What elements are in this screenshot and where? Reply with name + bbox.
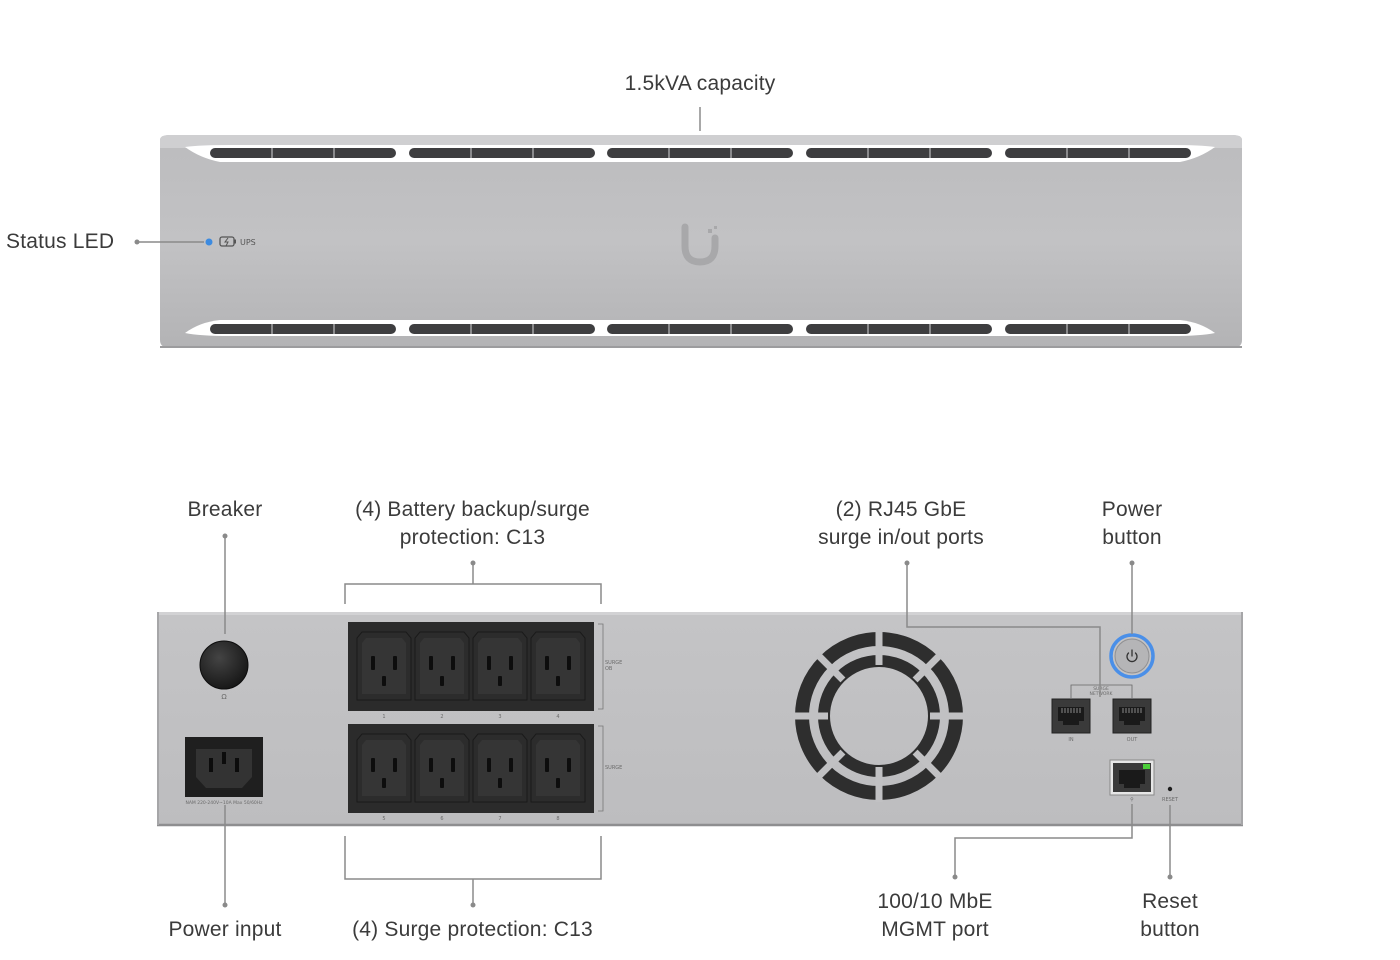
vent-slot	[409, 324, 595, 334]
front-vents-bottom	[210, 324, 1191, 334]
surge-network-tag: SURGE	[1093, 686, 1109, 692]
power-input-rating: NAM 220-240V~10A Max 50/60Hz	[185, 800, 263, 806]
mgmt-port[interactable]	[1109, 759, 1155, 796]
vent-slot	[806, 324, 992, 334]
vent-slot	[210, 324, 396, 334]
vent-slot	[409, 148, 595, 158]
battery-outlets-label: (4) Battery backup/surge protection: C13	[355, 498, 590, 549]
surge-outlet-8[interactable]	[530, 733, 586, 803]
power-icon	[1126, 649, 1138, 663]
vent-slot	[607, 148, 793, 158]
outlet-number: 4	[556, 714, 559, 720]
outlet-number: 2	[440, 714, 443, 720]
outlet-number: 8	[556, 816, 559, 822]
rj45-ports-label: (2) RJ45 GbE surge in/out ports	[818, 498, 984, 549]
front-vents-top	[210, 148, 1191, 158]
status-led: UPS	[205, 236, 256, 247]
outlet-number: 5	[382, 816, 385, 822]
vent-slot	[806, 148, 992, 158]
power-input-label: Power input	[168, 918, 282, 941]
battery-outlet-4[interactable]	[530, 631, 586, 701]
breaker-tag: Ω	[221, 693, 227, 701]
port-in-tag: IN	[1068, 737, 1073, 743]
ubiquiti-logo	[681, 223, 719, 266]
outlet-group-bottom-tag: SURGE	[605, 765, 622, 771]
vent-slot	[1005, 148, 1191, 158]
battery-outlet-block	[348, 622, 594, 711]
surge-outlet-5[interactable]	[356, 733, 412, 803]
mgmt-port-label: 100/10 MbE MGMT port	[877, 890, 993, 941]
reset-button-label: Reset button	[1140, 890, 1200, 941]
battery-outlet-2[interactable]	[414, 631, 470, 701]
battery-outlet-3[interactable]	[472, 631, 528, 701]
outlet-group-top-tag-2: OB	[605, 666, 613, 672]
surge-outlets-label: (4) Surge protection: C13	[352, 918, 593, 941]
outlet-number: 3	[498, 714, 501, 720]
surge-port-in[interactable]	[1051, 698, 1091, 734]
surge-outlet-6[interactable]	[414, 733, 470, 803]
surge-network-tag-2: NETWORK	[1089, 691, 1113, 697]
reset-button[interactable]	[1167, 786, 1173, 792]
outlet-number: 1	[382, 714, 385, 720]
port-out-tag: OUT	[1127, 737, 1139, 743]
front-leaders	[134, 107, 701, 245]
breaker-label: Breaker	[187, 498, 263, 521]
power-inlet[interactable]	[185, 737, 263, 797]
power-button-label: Power button	[1101, 498, 1163, 549]
mgmt-tag: ⚲	[1130, 797, 1134, 803]
surge-network-bracket	[1070, 684, 1133, 698]
ups-badge: UPS	[240, 238, 256, 247]
vent-slot	[210, 148, 396, 158]
vent-slot	[1005, 324, 1191, 334]
outlet-number: 7	[498, 816, 501, 822]
outlet-group-brackets	[598, 623, 604, 812]
vent-slot	[607, 324, 793, 334]
reset-tag: RESET	[1162, 797, 1179, 803]
breaker-knob[interactable]	[199, 640, 249, 690]
power-button[interactable]	[1109, 633, 1155, 679]
battery-outlet-1[interactable]	[356, 631, 412, 701]
status-led-label: Status LED	[6, 230, 115, 253]
outlet-numbers: 1 2 3 4 5 6 7 8	[382, 714, 559, 822]
leader-dots	[222, 533, 1173, 908]
rear-leaders	[224, 536, 1171, 905]
surge-outlet-7[interactable]	[472, 733, 528, 803]
outlet-group-top-tag: SURGE	[605, 660, 622, 666]
front-panel	[160, 135, 1242, 348]
surge-port-out[interactable]	[1112, 698, 1152, 734]
outlet-number: 6	[440, 816, 443, 822]
fan-grille	[793, 630, 965, 802]
capacity-label: 1.5kVA capacity	[624, 72, 776, 95]
surge-outlet-block	[348, 724, 594, 813]
